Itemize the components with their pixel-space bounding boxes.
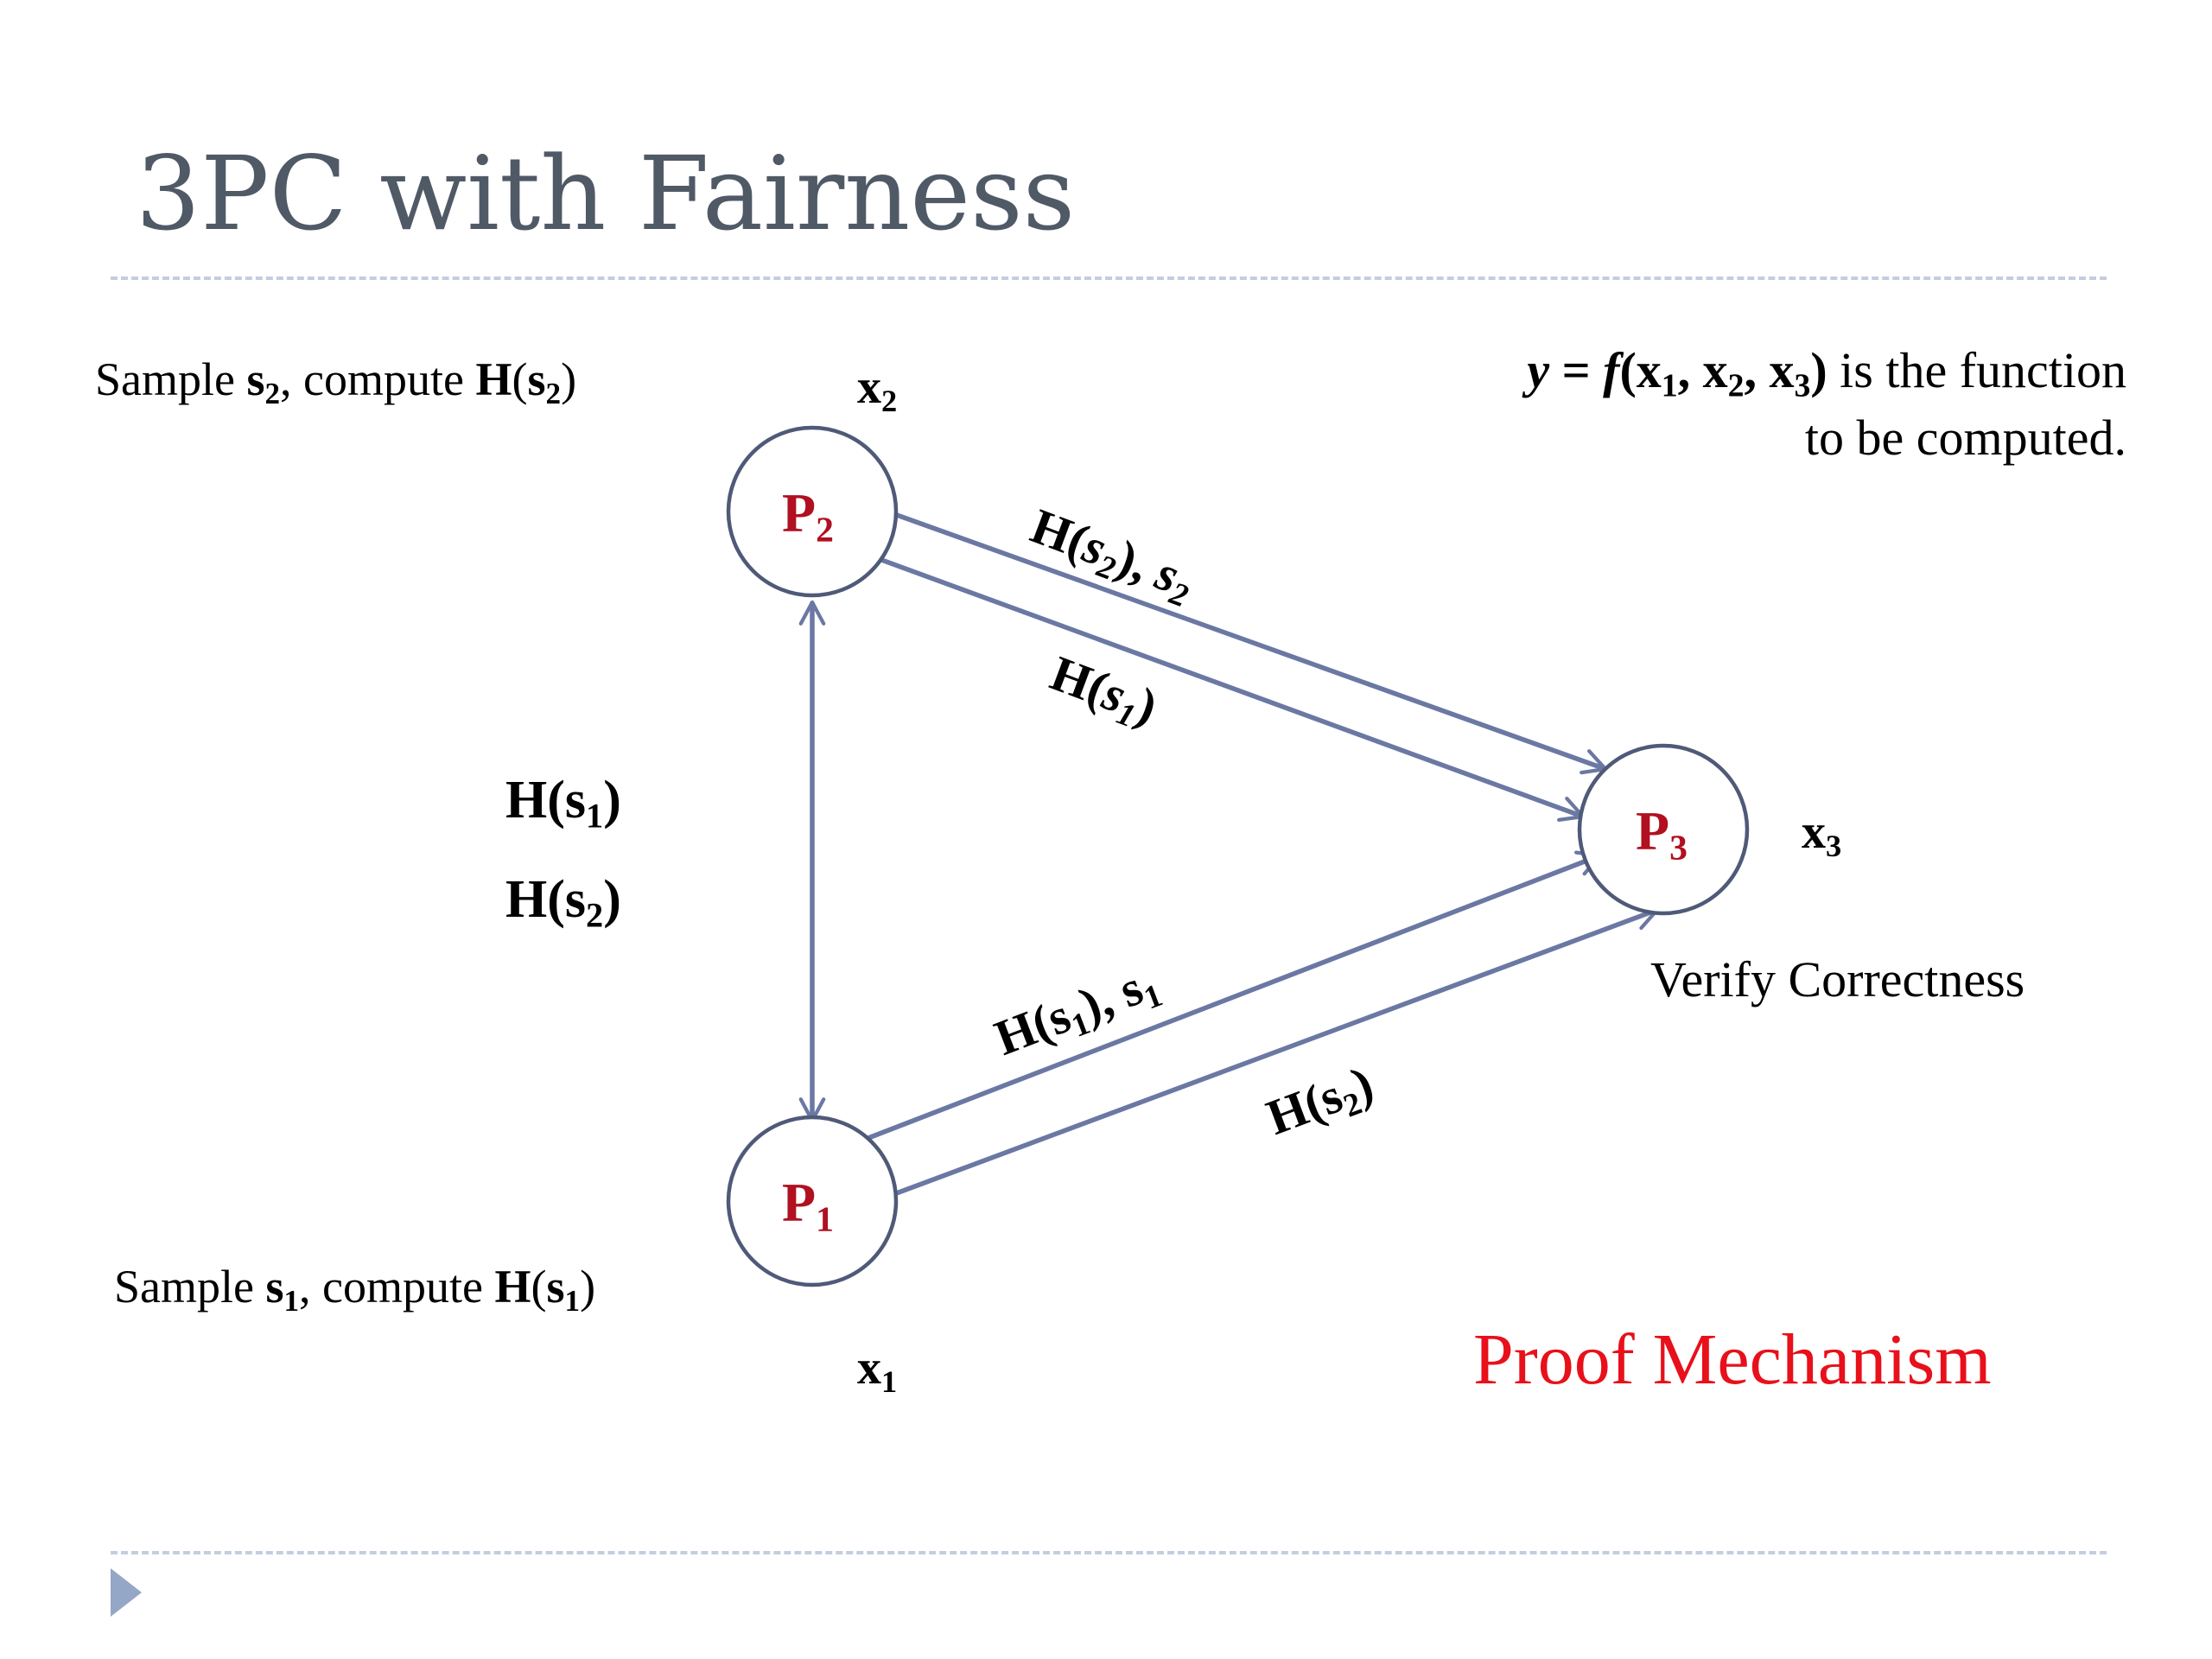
party-label-p2: P2 [782, 482, 834, 550]
edge-p1-p3-top [868, 850, 1603, 1141]
input-x1: x1 [857, 1341, 898, 1400]
node-p2 [726, 425, 899, 598]
party-label-p3: P3 [1636, 800, 1688, 868]
footer-divider [111, 1551, 2107, 1554]
function-note-line2: to be computed. [1804, 410, 2126, 466]
input-x2: x2 [857, 360, 898, 419]
node-p3 [1577, 743, 1750, 916]
edge-p2-p3-bottom [874, 555, 1586, 823]
footer-triangle-icon [111, 1568, 142, 1617]
p1-sample-note: Sample s1, compute H(s1) [114, 1261, 596, 1318]
title-divider [111, 276, 2107, 280]
edge-label-p1-p2-h-s1: H(s1) [505, 771, 621, 836]
p2-sample-note: Sample s2, compute H(s2) [95, 353, 577, 410]
edge-p2-p3-top [893, 512, 1608, 775]
function-note-line1: y = f(x1, x2, x3) is the function [1527, 342, 2126, 404]
edge-label-p1-p2-h-s2: H(s2) [505, 870, 621, 935]
slide-title: 3PC with Fairness [136, 134, 1076, 253]
party-label-p1: P1 [782, 1172, 834, 1239]
edge-p1-p3-bottom [891, 905, 1660, 1198]
p3-verify-note: Verify Correctness [1650, 951, 2025, 1007]
proof-mechanism-label: Proof Mechanism [1473, 1319, 1992, 1400]
node-p1 [726, 1115, 899, 1287]
input-x3: x3 [1802, 805, 1842, 864]
